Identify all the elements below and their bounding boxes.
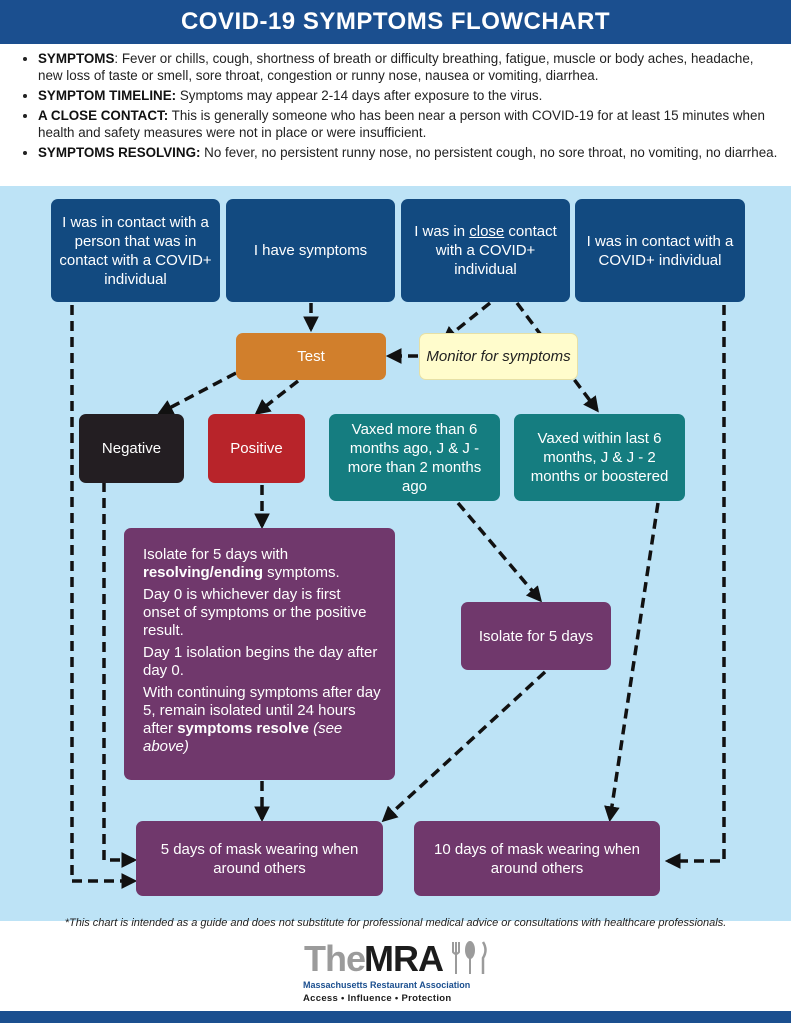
logo-mra: MRA bbox=[364, 938, 444, 979]
node-isolate-5: Isolate for 5 days bbox=[461, 602, 611, 670]
isolate-detail-p4: With continuing symptoms after day 5, re… bbox=[143, 684, 381, 755]
intro-item-timeline: SYMPTOM TIMELINE: Symptoms may appear 2-… bbox=[38, 87, 781, 104]
node-mask-10: 10 days of mask wearing when around othe… bbox=[414, 821, 660, 896]
logo-full-name: Massachusetts Restaurant Association bbox=[303, 980, 471, 990]
node-contact: I was in contact with a COVID+ individua… bbox=[575, 199, 745, 302]
intro-list: SYMPTOMS: Fever or chills, cough, shortn… bbox=[16, 50, 781, 164]
isolate-detail-p3: Day 1 isolation begins the day after day… bbox=[143, 644, 378, 679]
page-title: COVID-19 SYMPTOMS FLOWCHART bbox=[0, 0, 791, 44]
footer-bar bbox=[0, 1011, 791, 1023]
node-isolate-detail: Isolate for 5 days with resolving/ending… bbox=[124, 528, 395, 780]
intro-item-resolving: SYMPTOMS RESOLVING: No fever, no persist… bbox=[38, 144, 781, 161]
intro-item-symptoms: SYMPTOMS: Fever or chills, cough, shortn… bbox=[38, 50, 781, 84]
node-test: Test bbox=[236, 333, 386, 380]
node-have-symptoms: I have symptoms bbox=[226, 199, 395, 302]
intro-item-close-contact: A CLOSE CONTACT: This is generally someo… bbox=[38, 107, 781, 141]
logo-the: The bbox=[304, 938, 366, 979]
node-monitor: Monitor for symptoms bbox=[419, 333, 578, 380]
node-vaxed-recent: Vaxed within last 6 months, J & J - 2 mo… bbox=[514, 414, 685, 501]
isolate-detail-p2: Day 0 is whichever day is first onset of… bbox=[143, 586, 367, 639]
node-contact-of-contact: I was in contact with a person that was … bbox=[51, 199, 220, 302]
node-close-contact: I was in close contact with a COVID+ ind… bbox=[401, 199, 570, 302]
logo-tagline: Access • Influence • Protection bbox=[303, 993, 452, 1004]
node-negative: Negative bbox=[79, 414, 184, 483]
isolate-detail-p1: Isolate for 5 days with resolving/ending… bbox=[143, 546, 340, 581]
disclaimer: *This chart is intended as a guide and d… bbox=[64, 917, 727, 929]
node-positive: Positive bbox=[208, 414, 305, 483]
node-vaxed-old: Vaxed more than 6 months ago, J & J - mo… bbox=[329, 414, 500, 501]
utensils-icon bbox=[452, 941, 487, 974]
node-mask-5: 5 days of mask wearing when around other… bbox=[136, 821, 383, 896]
mra-logo: The MRA Massachusetts Restaurant Associa… bbox=[300, 938, 500, 1008]
